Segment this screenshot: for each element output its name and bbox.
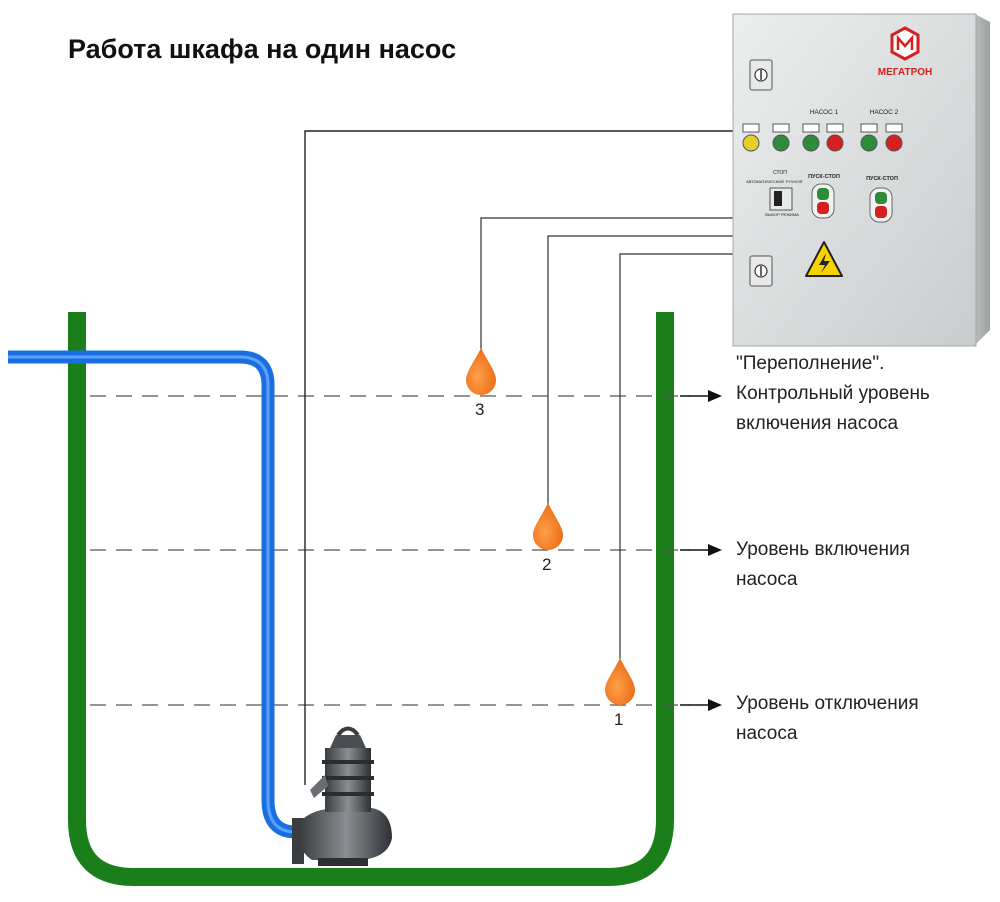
megatron-logo-icon [890,26,920,61]
overflow-level-label: "Переполнение". Контрольный уровень вклю… [736,349,930,439]
pump1-lamp-red [826,123,844,152]
door-lock-top[interactable] [749,59,773,91]
float-number-1: 1 [614,710,624,729]
tank-wall [68,312,674,886]
lamp-yellow [742,123,760,152]
mode-stop-label: СТОП [773,170,787,176]
level-arrow-1 [680,699,722,711]
control-cabinet: МЕГАТРОН НАСОС 1 НАСОС 2 С [732,13,990,347]
mode-auto-label: АВТОМАТИЧЕСКИЙ [746,179,784,184]
mode-manual-label: РУЧНОЙ [786,179,803,184]
pump1-lamp-green [802,123,820,152]
level-arrow-3 [680,390,722,402]
on-label-line1: Уровень включения [736,539,910,560]
float-switch-2 [533,503,563,550]
pump2-label: НАСОС 2 [870,109,899,116]
page-title: Работа шкафа на один насос [68,34,457,64]
pump-on-level-label: Уровень включения насоса [736,535,910,595]
brand-label: МЕГАТРОН [878,67,932,78]
level-arrow-2 [680,544,722,556]
mode-selector-switch[interactable] [769,187,793,211]
start-stop-1-label: ПУСК-СТОП [808,174,840,180]
float-cable-1 [619,253,735,660]
pump2-lamp-green [860,123,878,152]
on-label-line2: насоса [736,569,798,590]
float-number-3: 3 [475,400,485,419]
lamp-green-status [772,123,790,152]
float-switch-1 [605,658,635,705]
overflow-label-line3: включения насоса [736,413,899,434]
start-stop-2-button[interactable] [869,187,893,223]
float-number-2: 2 [542,555,552,574]
start-stop-1-button[interactable] [811,183,835,219]
mode-select-label: ВЫБОР РЕЖИМА [765,212,799,217]
off-label-line1: Уровень отключения [736,693,919,714]
pump-off-level-label: Уровень отключения насоса [736,689,919,749]
float-cable-3 [480,217,735,350]
pump2-lamp-red [885,123,903,152]
high-voltage-warning-icon [805,241,843,277]
float-cable-2 [547,235,735,505]
overflow-label-line1: "Переполнение". [736,353,885,374]
discharge-pipe [8,350,297,839]
start-stop-2-label: ПУСК-СТОП [866,176,898,182]
overflow-label-line2: Контрольный уровень [736,383,930,404]
off-label-line2: насоса [736,723,798,744]
submersible-pump [292,726,392,866]
pump-power-cable [304,130,735,785]
float-switch-3 [466,348,496,395]
pump1-label: НАСОС 1 [810,109,839,116]
door-lock-bottom[interactable] [749,255,773,287]
